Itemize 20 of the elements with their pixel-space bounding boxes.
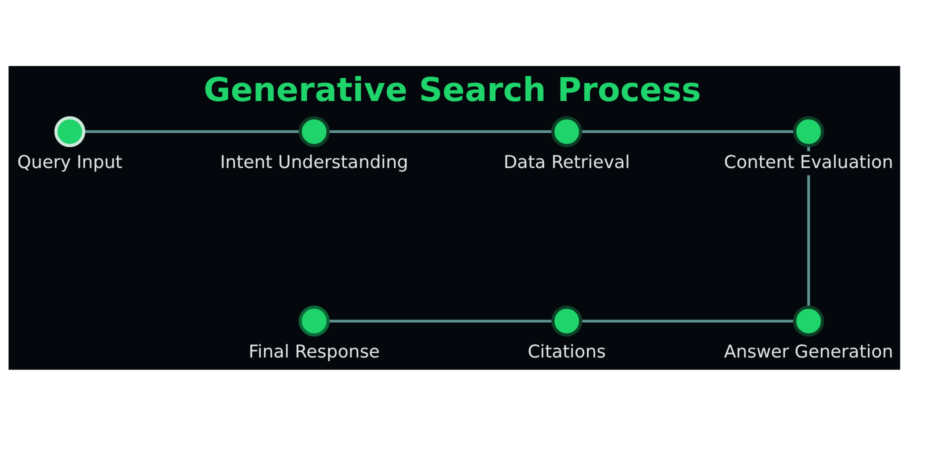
node-label: Final Response [248,342,380,362]
node-label: Content Evaluation [724,152,894,173]
node-circle [551,306,582,337]
node-circle [551,116,582,148]
node-circle [793,306,824,337]
node-label: Citations [528,342,606,362]
connector [328,130,552,134]
node-label: Intent Understanding [220,152,408,173]
node-circle [298,116,330,148]
diagram-title: Generative Search Process [204,71,702,110]
node-circle [54,116,86,148]
node-label: Query Input [17,152,122,173]
connector [580,130,794,134]
node-label: Answer Generation [724,342,894,362]
connector [84,130,300,134]
connector [328,320,552,322]
connector [580,320,794,322]
node-label: Data Retrieval [504,152,630,173]
node-circle [298,306,330,337]
node-circle [793,116,824,148]
